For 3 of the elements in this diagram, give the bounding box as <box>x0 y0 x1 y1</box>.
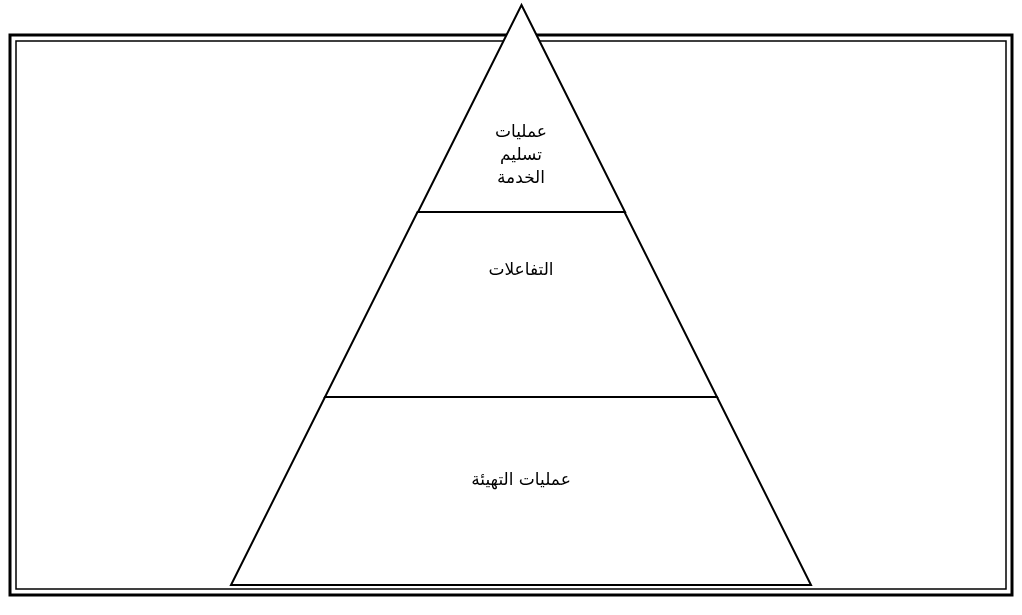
tier-label: عمليات التهيئة <box>470 468 572 491</box>
tier-label: عمليات تسليم الخدمة <box>494 120 548 189</box>
tier-label: التفاعلات <box>487 258 555 281</box>
